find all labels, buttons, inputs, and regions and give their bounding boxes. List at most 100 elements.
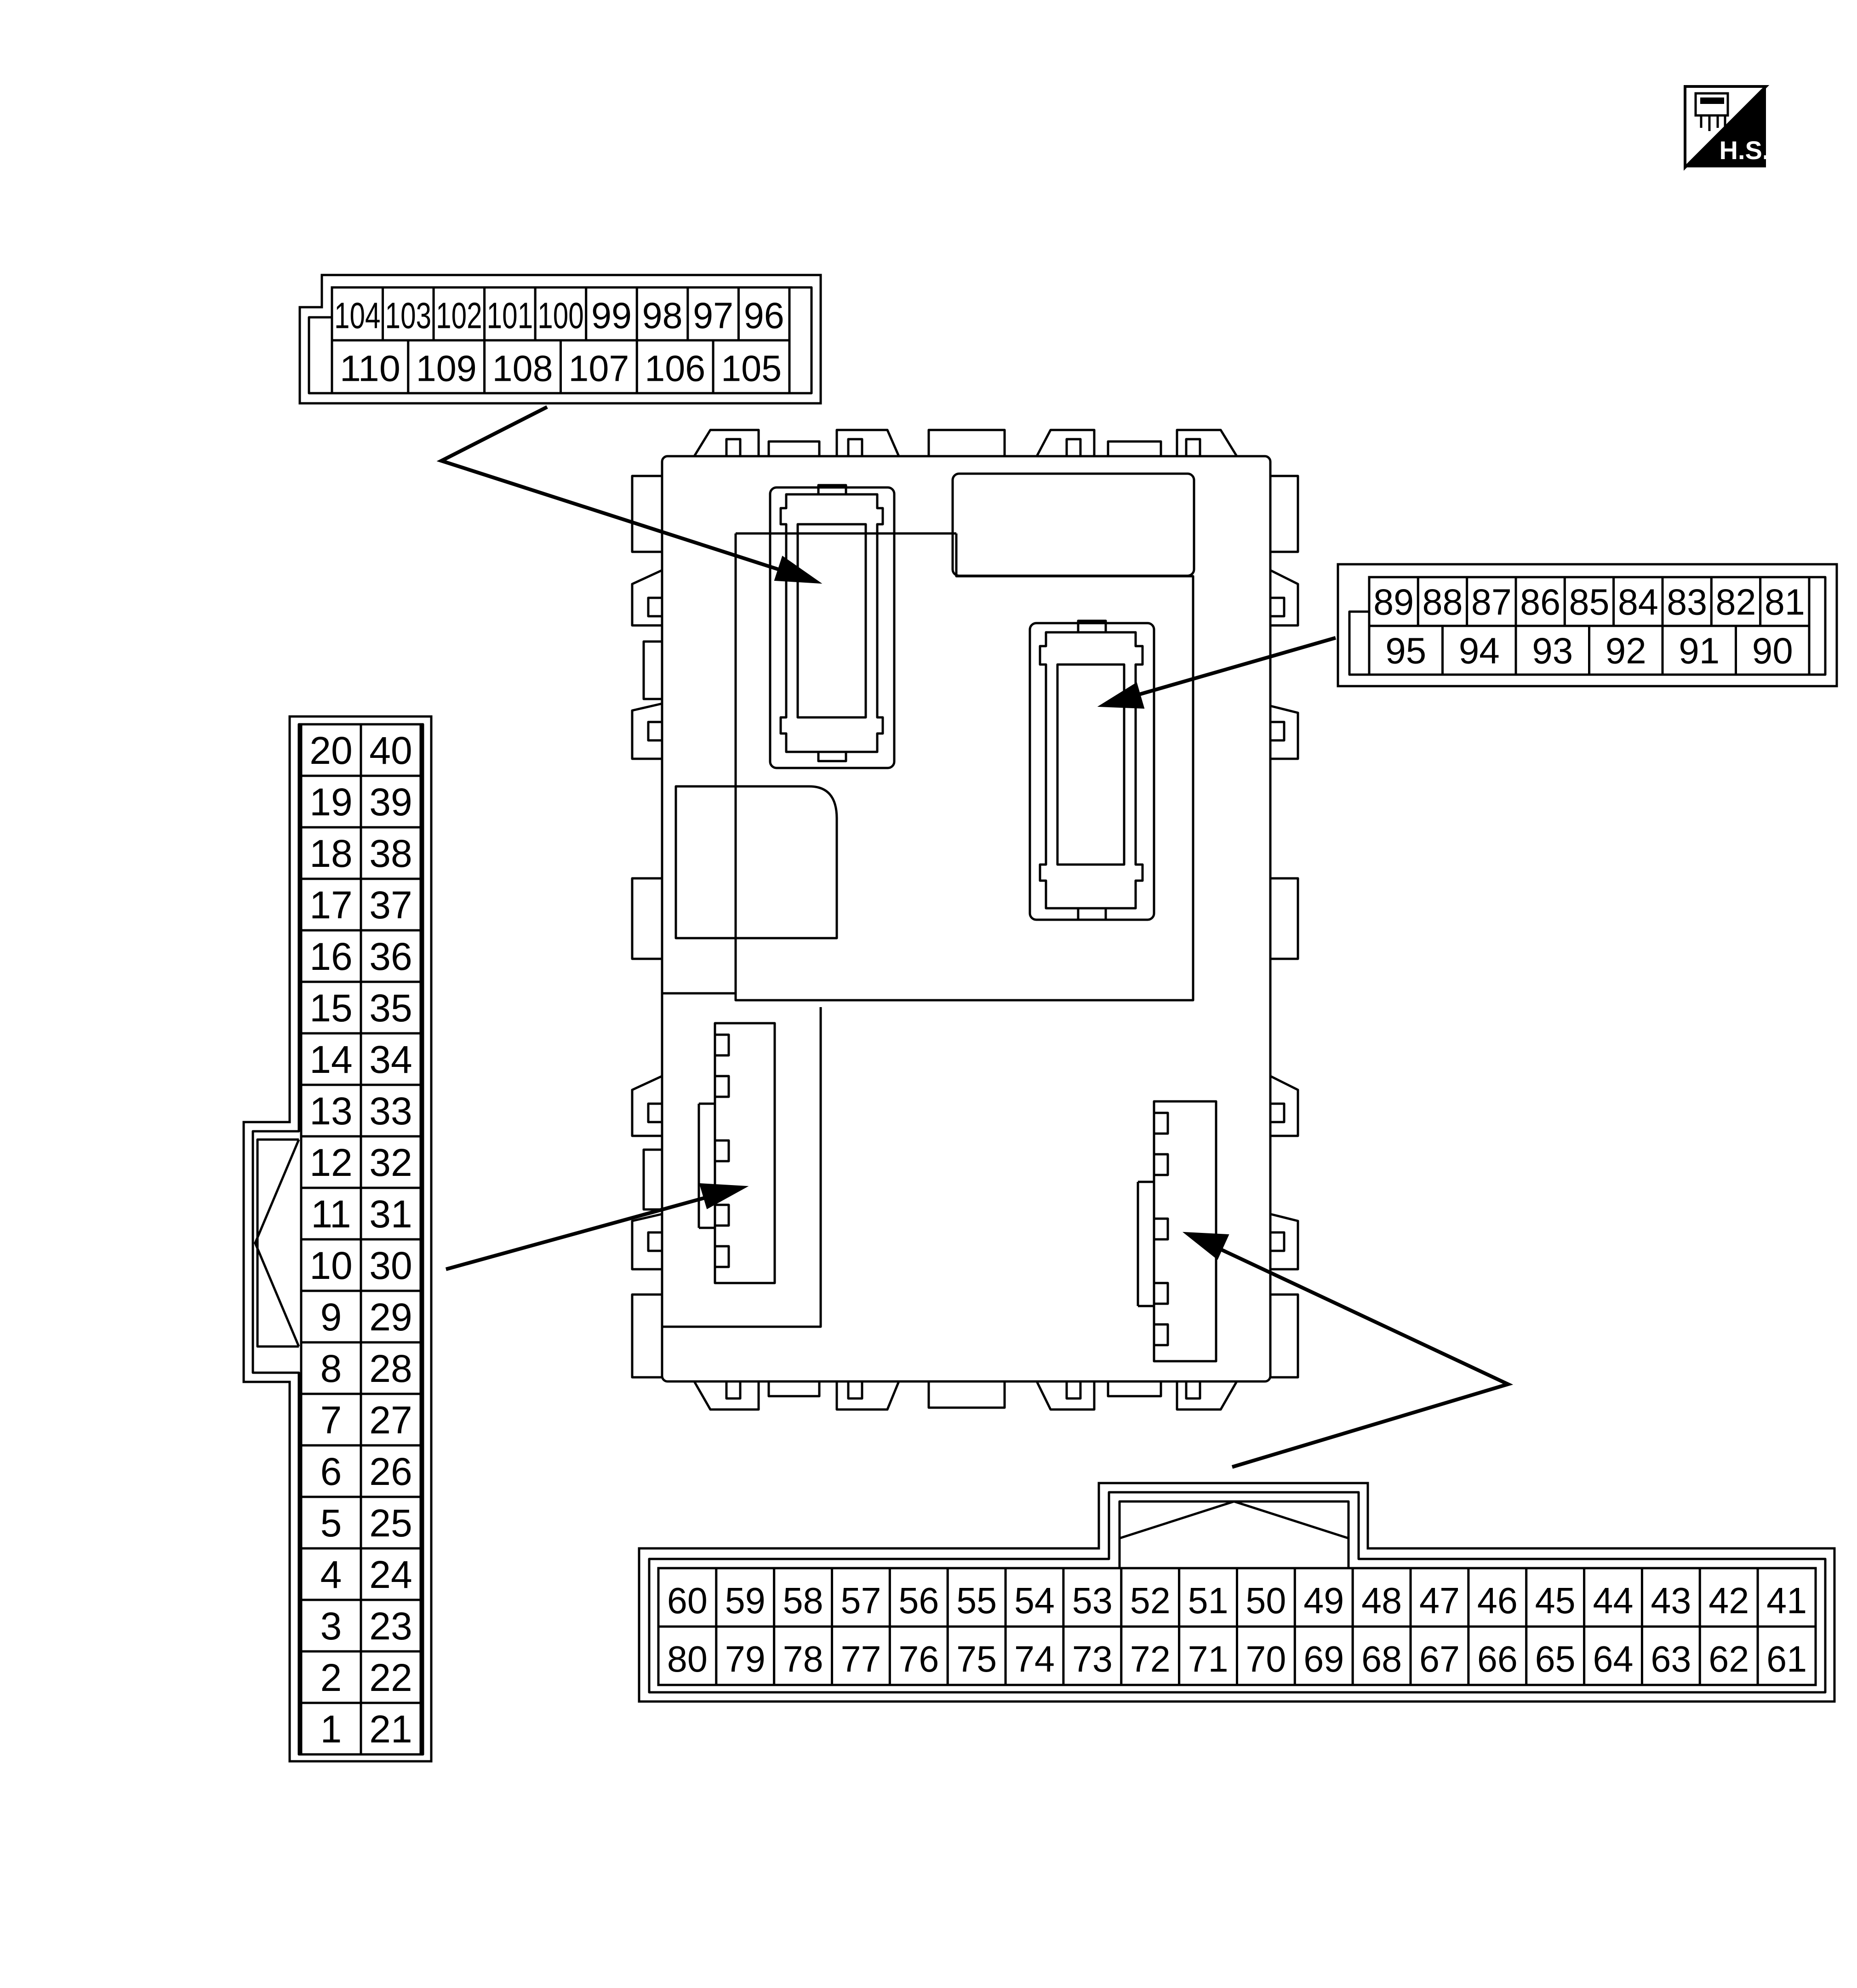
left-pin-cell	[300, 1598, 362, 1653]
bottom-pin-label: 78	[783, 1639, 823, 1679]
bottom-pin-label: 48	[1361, 1580, 1402, 1621]
left-pin-cell	[300, 1135, 362, 1189]
unit-bottom-tabs	[693, 1380, 1238, 1411]
leader-lines	[436, 405, 1514, 1469]
left-pin-cell	[360, 1238, 422, 1292]
badge-label: H.S.	[1720, 136, 1770, 165]
right-pin-label: 93	[1532, 630, 1573, 671]
left-pin-label: 25	[369, 1501, 412, 1545]
top-left-pin-label: 98	[642, 295, 683, 336]
socket-c	[697, 1022, 776, 1284]
right-pin-cell	[1735, 624, 1811, 676]
bottom-pin-label: 53	[1072, 1580, 1113, 1621]
bottom-pin-cell	[1756, 1567, 1817, 1628]
bottom-pin-label: 51	[1188, 1580, 1228, 1621]
leader-top-left	[436, 405, 796, 577]
right-pin-label: 86	[1520, 582, 1560, 623]
bottom-pin-label: 41	[1766, 1580, 1807, 1621]
left-pin-label: 39	[369, 780, 412, 824]
left-pin-cell	[300, 1186, 362, 1241]
left-pin-label: 35	[369, 986, 412, 1030]
right-pin-cell	[1368, 624, 1444, 676]
unit-left-tabs	[631, 475, 663, 1379]
bottom-pin-label: 52	[1130, 1580, 1171, 1621]
left-pin-label: 17	[309, 883, 352, 927]
right-pin-label: 89	[1373, 582, 1414, 623]
bottom-pin-label: 74	[1014, 1639, 1055, 1679]
left-pin-label: 5	[320, 1501, 342, 1545]
top-left-pin-label: 97	[693, 295, 733, 336]
left-pin-cell	[360, 1495, 422, 1550]
bottom-pin-cell	[657, 1567, 718, 1628]
unit-right-tabs	[1269, 475, 1299, 1379]
bottom-pin-cell	[1467, 1567, 1528, 1628]
right-pin-label: 88	[1423, 582, 1463, 623]
left-pin-cell	[360, 1444, 422, 1498]
bottom-pin-cell	[1756, 1625, 1817, 1686]
arrowhead-bottom	[1182, 1232, 1229, 1260]
bottom-pin-label: 55	[956, 1580, 997, 1621]
left-pin-label: 18	[309, 832, 352, 875]
bottom-pin-label: 76	[898, 1639, 939, 1679]
control-unit	[631, 429, 1299, 1411]
left-pin-label: 3	[320, 1604, 342, 1648]
bottom-pin-label: 65	[1535, 1639, 1576, 1679]
bottom-pin-cell	[946, 1567, 1007, 1628]
left-pin-label: 20	[309, 729, 352, 772]
arrowhead-right	[1097, 682, 1145, 709]
rounded-block	[674, 785, 838, 940]
bottom-pin-cell	[773, 1625, 834, 1686]
left-pin-label: 21	[369, 1707, 412, 1751]
bottom-pin-label: 59	[725, 1580, 766, 1621]
left-pin-label: 34	[369, 1038, 412, 1081]
right-pin-label: 87	[1471, 582, 1512, 623]
bottom-pin-label: 70	[1246, 1639, 1286, 1679]
bottom-pin-label: 50	[1246, 1580, 1286, 1621]
right-pin-label: 94	[1459, 630, 1500, 671]
bottom-pin-label: 61	[1766, 1639, 1807, 1679]
top-left-pin-label: 99	[591, 295, 632, 336]
right-pin-label: 83	[1667, 582, 1707, 623]
bottom-pin-label: 46	[1477, 1580, 1518, 1621]
bottom-pin-label: 66	[1477, 1639, 1518, 1679]
bottom-pin-cell	[1583, 1625, 1643, 1686]
left-pin-cell	[300, 826, 362, 880]
bottom-pin-cell	[1467, 1625, 1528, 1686]
top-left-pin-cell	[635, 339, 714, 395]
right-pin-cell	[1514, 624, 1590, 676]
left-pin-cell	[300, 1547, 362, 1601]
top-left-pin-label: 96	[744, 295, 784, 336]
left-pin-cell	[360, 1341, 422, 1395]
left-pin-label: 7	[320, 1398, 342, 1442]
right-pin-cell	[1759, 576, 1811, 627]
top-left-pin-label: 104	[334, 295, 381, 336]
left-pin-label: 9	[320, 1295, 342, 1339]
bottom-pin-cell	[657, 1625, 718, 1686]
top-left-pin-label: 101	[487, 295, 533, 336]
arrowhead-left	[699, 1183, 749, 1209]
right-pin-cell	[1710, 576, 1762, 627]
left-pin-cell	[300, 774, 362, 829]
left-pin-label: 13	[309, 1089, 352, 1133]
left-pin-label: 14	[309, 1038, 352, 1081]
left-pin-label: 31	[369, 1192, 412, 1236]
top-left-pin-cell	[331, 339, 410, 395]
bottom-pin-cell	[1409, 1625, 1470, 1686]
upper-right-block	[951, 472, 1195, 577]
left-pin-cell	[360, 1392, 422, 1447]
top-left-pin-cell	[382, 286, 435, 342]
left-pin-label: 6	[320, 1450, 342, 1493]
bottom-pin-cell	[1409, 1567, 1470, 1628]
leader-right	[1126, 636, 1337, 700]
bottom-pin-cell	[946, 1625, 1007, 1686]
left-pin-label: 1	[320, 1707, 342, 1751]
top-left-pin-cell	[686, 286, 740, 342]
left-pin-label: 30	[369, 1244, 412, 1287]
bottom-pin-label: 77	[840, 1639, 881, 1679]
left-pin-cell	[300, 877, 362, 932]
left-pin-cell	[300, 1289, 362, 1344]
top-left-pin-label: 110	[340, 348, 400, 389]
top-left-pin-cell	[737, 286, 791, 342]
